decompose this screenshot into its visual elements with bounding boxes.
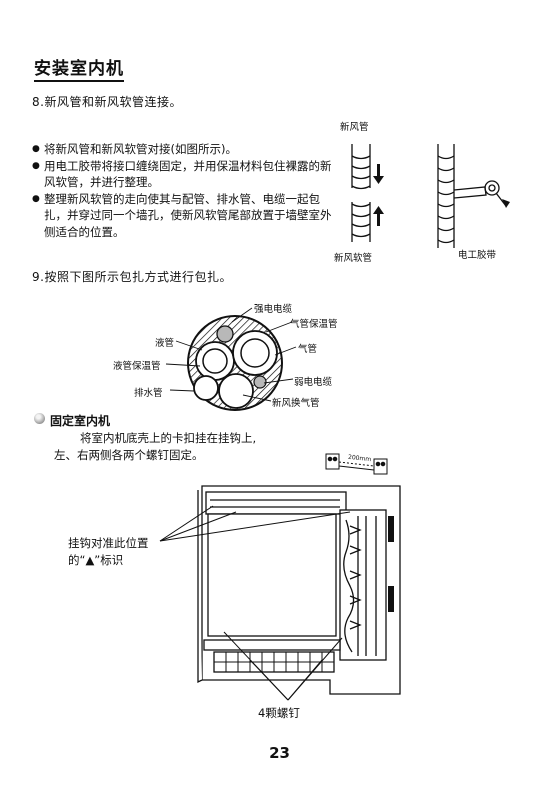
section-heading: 固定室内机 xyxy=(50,414,111,428)
hook-alignment-label-line-2: 的“▲”标识 xyxy=(68,553,124,567)
liquid-pipe xyxy=(202,348,228,374)
fresh-air-exchange-pipe xyxy=(218,373,254,409)
gas-pipe xyxy=(240,338,270,368)
drain-pipe xyxy=(193,375,219,401)
bullet-item: 用电工胶带将接口缠绕固定，并用保温材料包住裸露的新风软管，并进行整理。 xyxy=(32,158,332,191)
fresh-air-hose-label: 新风软管 xyxy=(334,253,373,264)
fix-instructions-line-2: 左、右两侧各两个螺钉固定。 xyxy=(54,448,204,462)
pipe-bundle-cross-section xyxy=(187,315,283,411)
strong-cable-label: 强电电缆 xyxy=(254,304,293,315)
weak-cable xyxy=(253,375,267,389)
step-8-heading: 8.新风管和新风软管连接。 xyxy=(32,95,182,109)
electrical-tape-label: 电工胶带 xyxy=(458,250,497,261)
gas-pipe-label: 气管 xyxy=(298,344,318,355)
liquid-insulation-label: 液管保温管 xyxy=(113,361,161,372)
bullet-item: 将新风管和新风软管对接(如图所示)。 xyxy=(32,141,332,158)
gas-insulation-label: 气管保温管 xyxy=(290,319,338,330)
wall-hooks-illustration xyxy=(325,453,388,475)
fresh-air-exchange-label: 新风换气管 xyxy=(272,398,320,409)
step-8-bullet-list: 将新风管和新风软管对接(如图所示)。 用电工胶带将接口缠绕固定，并用保温材料包住… xyxy=(32,141,332,240)
hose-connection-illustration xyxy=(351,144,510,248)
page-title: 安装室内机 xyxy=(34,54,124,82)
fresh-air-pipe-label: 新风管 xyxy=(340,122,369,133)
strong-cable xyxy=(216,325,234,343)
page-number: 23 xyxy=(269,744,290,762)
liquid-pipe-label: 液管 xyxy=(155,338,175,349)
weak-cable-label: 弱电电缆 xyxy=(294,377,333,388)
drain-pipe-label: 排水管 xyxy=(134,388,163,399)
section-bullet-icon xyxy=(34,413,45,424)
indoor-unit-illustration xyxy=(197,485,401,695)
screws-label: 4颗螺钉 xyxy=(258,706,300,720)
fix-instructions-line-1: 将室内机底壳上的卡扣挂在挂钩上, xyxy=(80,431,257,445)
bullet-item: 整理新风软管的走向使其与配管、排水管、电缆一起包扎，并穿过同一个墙孔，使新风软管… xyxy=(32,191,332,241)
hook-alignment-label-line-1: 挂钩对准此位置 xyxy=(68,536,149,550)
step-9-heading: 9.按照下图所示包扎方式进行包扎。 xyxy=(32,270,232,284)
